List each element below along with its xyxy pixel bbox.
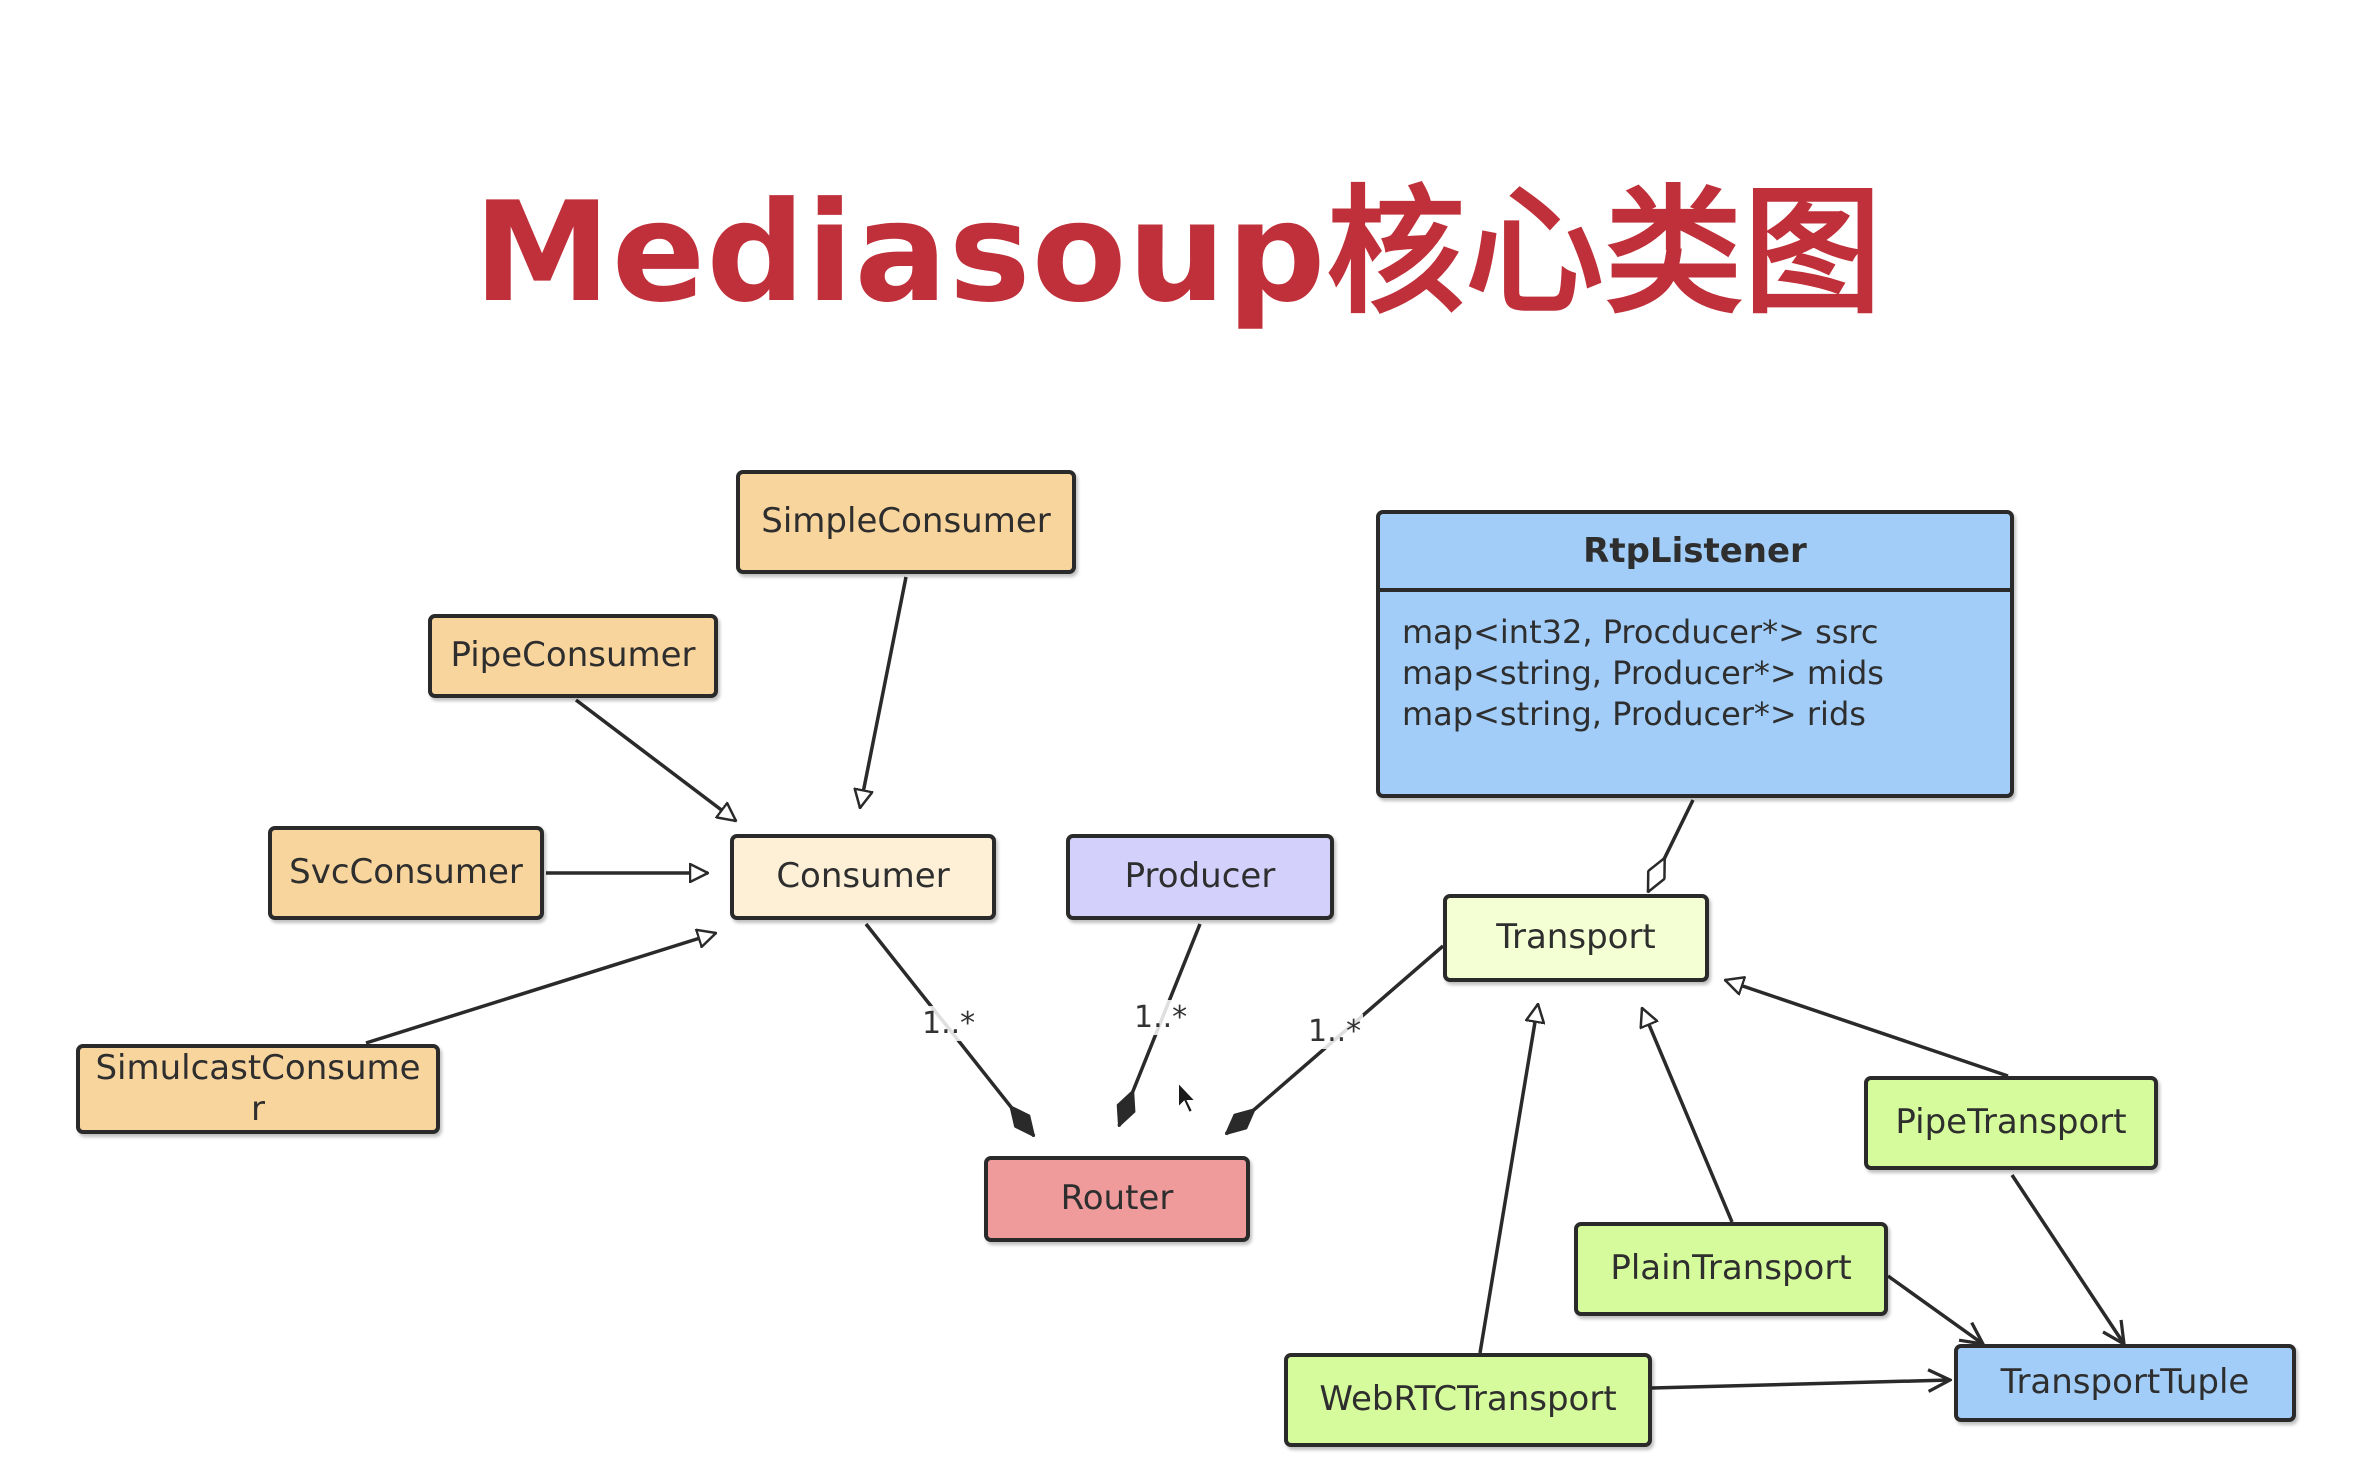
class-attribute: map<int32, Procducer*> ssrc — [1402, 613, 1879, 651]
edge-plaintransport-transport — [1642, 1008, 1734, 1223]
node-consumer[interactable]: Consumer — [730, 834, 996, 920]
node-plaintransport[interactable]: PlainTransport — [1574, 1222, 1888, 1316]
class-header: RtpListener — [1380, 514, 2010, 592]
edge-pipeconsumer-consumer — [574, 698, 736, 821]
edge-simpleconsumer-consumer — [860, 576, 908, 808]
edge-webrtctransport-tuple — [1651, 1380, 1950, 1388]
multiplicity-transport-router: 1..* — [1306, 1014, 1364, 1049]
node-simulcastconsumer[interactable]: SimulcastConsume r — [76, 1044, 440, 1134]
node-svcconsumer[interactable]: SvcConsumer — [268, 826, 544, 920]
node-transport[interactable]: Transport — [1443, 894, 1709, 982]
node-label: PlainTransport — [1610, 1248, 1852, 1289]
node-label: PipeConsumer — [450, 635, 696, 676]
class-attribute: map<string, Producer*> mids — [1402, 654, 1884, 692]
node-pipetransport[interactable]: PipeTransport — [1864, 1076, 2158, 1170]
multiplicity-consumer-router: 1..* — [920, 1006, 978, 1041]
node-label: Router — [1060, 1178, 1174, 1219]
node-label: SvcConsumer — [289, 852, 523, 893]
class-attributes: map<int32, Procducer*> ssrc map<string, … — [1380, 592, 2010, 755]
edge-plaintransport-tuple — [1886, 1274, 1983, 1344]
node-label: WebRTCTransport — [1319, 1379, 1617, 1420]
page-title: Mediasoup核心类图 — [473, 172, 1883, 333]
multiplicity-producer-router: 1..* — [1132, 1000, 1190, 1035]
node-simpleconsumer[interactable]: SimpleConsumer — [736, 470, 1076, 574]
node-router[interactable]: Router — [984, 1156, 1250, 1242]
node-producer[interactable]: Producer — [1066, 834, 1334, 920]
edge-rtplistener-transport — [1646, 799, 1695, 892]
node-label: SimulcastConsume r — [95, 1047, 421, 1129]
edge-pipetransport-tuple — [2010, 1174, 2124, 1344]
edge-simulcastconsumer-consumer — [365, 933, 716, 1045]
node-pipeconsumer[interactable]: PipeConsumer — [428, 614, 718, 698]
node-label: Consumer — [776, 856, 950, 897]
edge-webrtctransport-transport — [1478, 1004, 1538, 1354]
mouse-cursor-icon — [1177, 1080, 1199, 1115]
node-label: Producer — [1124, 856, 1276, 897]
node-label: PipeTransport — [1895, 1102, 2127, 1143]
node-transporttuple[interactable]: TransportTuple — [1954, 1344, 2296, 1422]
class-attribute: map<string, Producer*> rids — [1402, 695, 1866, 733]
node-label: SimpleConsumer — [761, 501, 1051, 542]
edge-pipetransport-transport — [1725, 980, 2009, 1078]
node-label: Transport — [1496, 917, 1656, 958]
node-rtplistener[interactable]: RtpListener map<int32, Procducer*> ssrc … — [1376, 510, 2014, 798]
node-webrtctransport[interactable]: WebRTCTransport — [1284, 1353, 1652, 1447]
node-label: TransportTuple — [2000, 1362, 2250, 1403]
